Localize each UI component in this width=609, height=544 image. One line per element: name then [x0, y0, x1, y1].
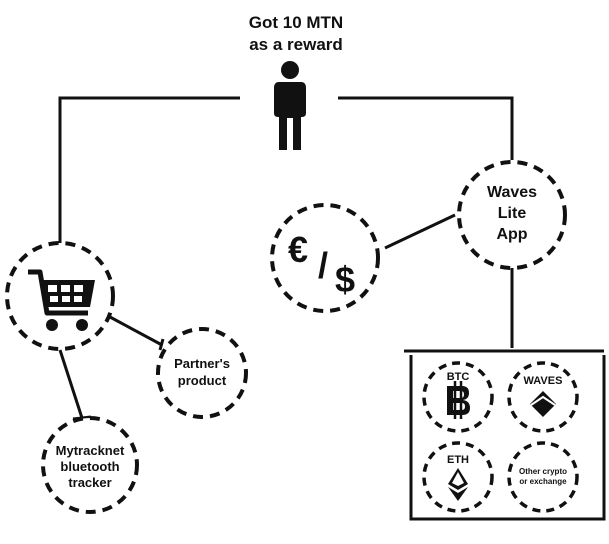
tracker-line1: Mytracknet [56, 443, 125, 458]
tracker-node [41, 416, 139, 514]
connector-currency-waves [384, 213, 456, 250]
ethereum-icon [448, 468, 468, 501]
waves-app-line1: Waves [487, 184, 537, 201]
btc-label: BTC [447, 371, 470, 383]
currency-node [270, 203, 380, 313]
connector-partner-tick [158, 338, 165, 351]
waves-app-line3: App [496, 226, 527, 243]
header-line1: Got 10 MTN [249, 13, 343, 32]
assets-bracket [409, 355, 606, 521]
btc-node [422, 361, 494, 433]
shopping-cart-icon [28, 269, 95, 331]
bitcoin-icon [447, 381, 470, 419]
connector-cart-tracker [58, 349, 84, 419]
other-line1: Other crypto [519, 467, 567, 476]
connector-cart-partner [109, 315, 163, 347]
partner-line2: product [178, 373, 227, 388]
tracker-line3: tracker [68, 475, 111, 490]
partner-line1: Partner's [174, 356, 230, 371]
waves-app-line2: Lite [498, 205, 527, 222]
other-crypto-node [507, 441, 579, 513]
waves-label: WAVES [524, 375, 563, 387]
connectors [58, 96, 514, 421]
eth-label: ETH [447, 454, 469, 466]
header-line2: as a reward [249, 35, 343, 54]
connector-person-cart [58, 96, 240, 245]
other-line2: or exchange [519, 477, 567, 486]
waves-diamond-icon [530, 391, 556, 417]
connector-person-waves [338, 96, 514, 160]
dollar-symbol: $ [335, 259, 355, 300]
slash-symbol: / [318, 245, 328, 286]
person-icon [274, 61, 306, 150]
euro-symbol: € [288, 229, 308, 270]
tracker-line2: bluetooth [60, 459, 119, 474]
waves-lite-app-node [457, 160, 567, 270]
partner-product-node [156, 327, 248, 419]
